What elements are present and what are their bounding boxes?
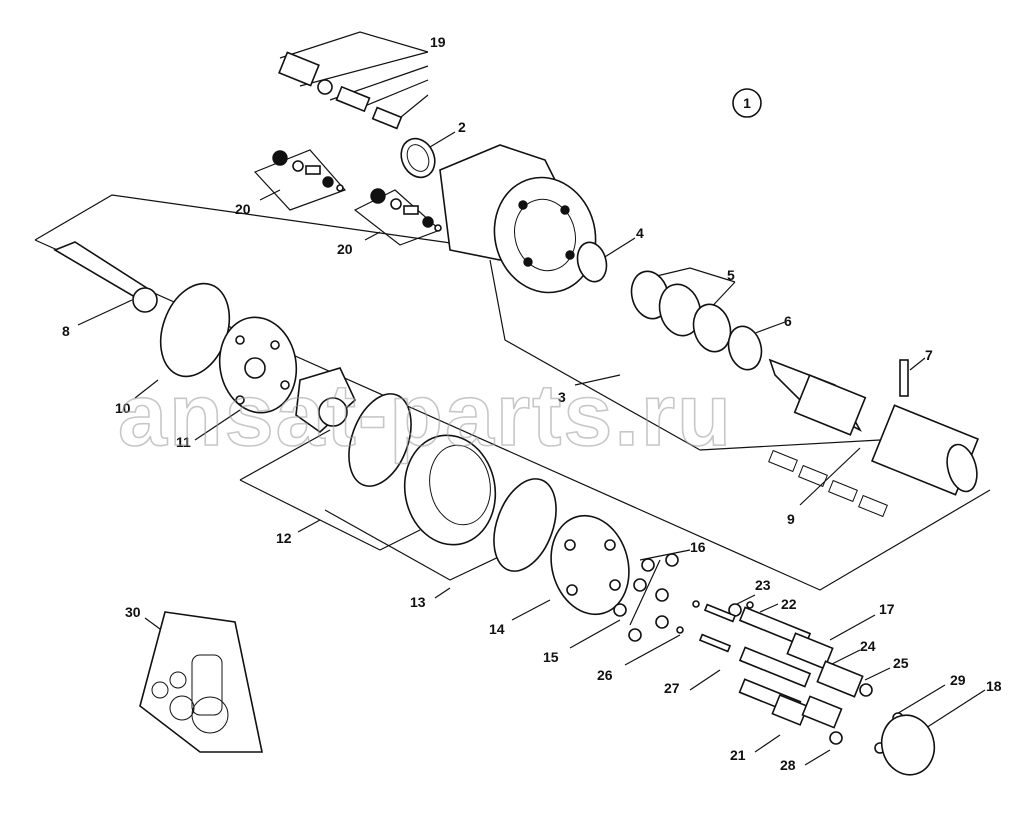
part-gasket-kit-30	[139, 611, 263, 753]
callout-label: 4	[636, 225, 644, 241]
callout-label: 25	[893, 655, 909, 671]
part-seal-6	[727, 325, 763, 371]
part-drive-shaft-8	[53, 241, 158, 313]
part-pins-27	[698, 603, 737, 653]
part-check-valves-20	[272, 150, 442, 232]
callout-label: 13	[410, 594, 426, 610]
callout-label: 18	[986, 678, 1002, 694]
callout-label: 16	[690, 539, 706, 555]
callout-label: 8	[62, 323, 70, 339]
part-seals-15-16	[613, 553, 700, 642]
callout-label: 22	[781, 596, 797, 612]
callout-label: 17	[879, 601, 895, 617]
callout-labels: 19 2 20 20 4 5 6 7 8 10 11 3 9 12 13 14 …	[62, 34, 1002, 773]
part-spool-sleeve	[768, 358, 867, 436]
callout-label: 23	[755, 577, 771, 593]
assembly-number-badge: 1	[732, 88, 762, 118]
part-o-ring-4	[576, 241, 608, 283]
callout-label: 29	[950, 672, 966, 688]
callout-label: 24	[860, 638, 876, 654]
part-rotor-12	[295, 367, 412, 487]
callout-label: 20	[337, 241, 353, 257]
callout-label: 27	[664, 680, 680, 696]
callout-label: 28	[780, 757, 796, 773]
callout-label: 6	[784, 313, 792, 329]
part-cover-disc-18	[880, 714, 936, 776]
callout-label: 2	[458, 119, 466, 135]
callout-label: 30	[125, 604, 141, 620]
part-seal-ring-2	[400, 137, 436, 179]
callout-label: 9	[787, 511, 795, 527]
callout-label: 14	[489, 621, 505, 637]
part-plate-11	[218, 316, 298, 414]
part-pin-7	[899, 359, 909, 397]
part-valve-cartridges-17-21-24	[728, 601, 864, 729]
svg-text:1: 1	[743, 95, 751, 111]
callout-label: 21	[730, 747, 746, 763]
part-end-plate-14	[550, 514, 630, 616]
callout-label: 15	[543, 649, 559, 665]
callout-label: 26	[597, 667, 613, 683]
part-spool-valve-19	[278, 51, 403, 130]
callout-label: 20	[235, 201, 251, 217]
callout-label: 5	[727, 267, 735, 283]
watermark-text: ansat-parts.ru	[118, 365, 733, 464]
callout-label: 3	[558, 389, 566, 405]
callout-label: 19	[430, 34, 446, 50]
callout-label: 7	[925, 347, 933, 363]
part-stator-13	[403, 434, 557, 572]
part-sleeve-9	[768, 404, 980, 518]
part-housing-3	[439, 144, 597, 294]
callout-label: 11	[176, 434, 191, 450]
callout-label: 10	[115, 400, 131, 416]
callout-label: 12	[276, 530, 292, 546]
part-thrust-bearing-5	[630, 270, 732, 353]
